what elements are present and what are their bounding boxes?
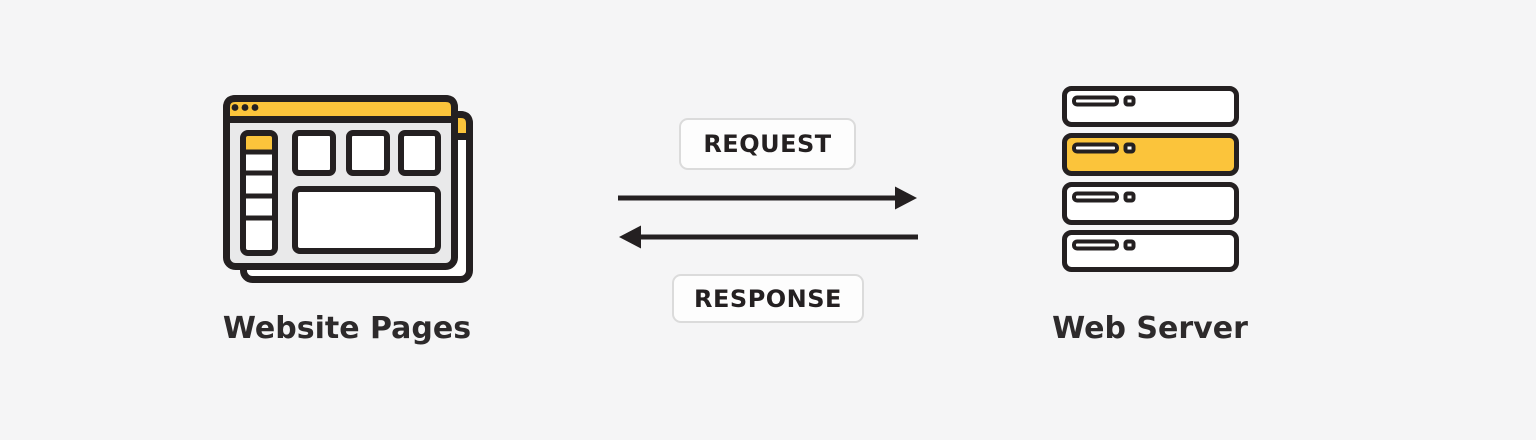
client-label: Website Pages xyxy=(222,311,472,346)
browser-windows-icon xyxy=(223,95,473,283)
request-label: REQUEST xyxy=(703,130,832,158)
server-unit-4 xyxy=(1062,230,1239,272)
server-unit-3 xyxy=(1062,182,1239,225)
server-unit-1 xyxy=(1062,86,1239,127)
content-tiles-glyph xyxy=(292,130,441,254)
response-badge: RESPONSE xyxy=(672,274,864,323)
request-response-arrows xyxy=(618,186,918,249)
window-dots-icon xyxy=(231,104,259,111)
request-badge: REQUEST xyxy=(679,118,856,170)
server-unit-2-active xyxy=(1062,133,1239,176)
sidebar-menu-glyph xyxy=(240,130,278,256)
response-label: RESPONSE xyxy=(694,284,842,313)
server-rack-icon xyxy=(1062,86,1239,272)
arrow-right-icon xyxy=(618,186,917,210)
arrow-left-icon xyxy=(619,225,918,249)
server-label: Web Server xyxy=(1052,311,1248,346)
